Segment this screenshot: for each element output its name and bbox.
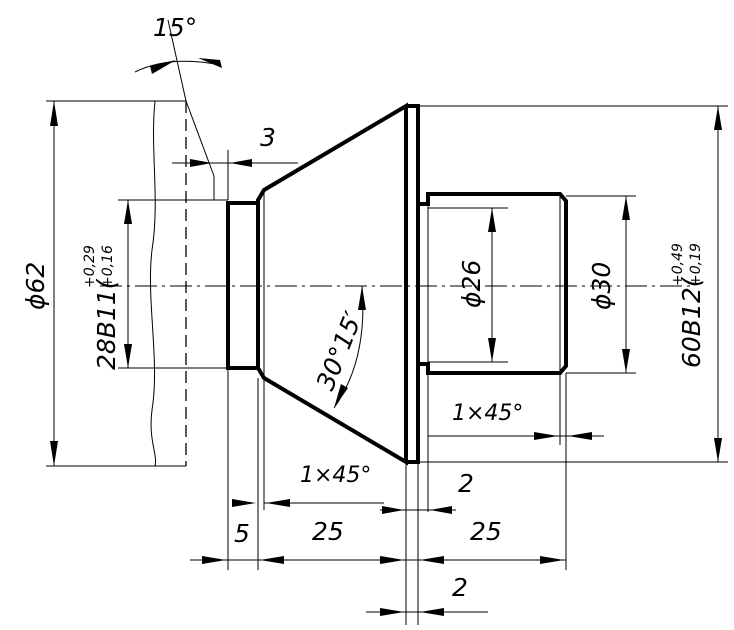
dia-26-dim: ϕ26 (428, 207, 508, 363)
fit-60-main-label: 60B12( (677, 276, 706, 368)
dia-30-dim: ϕ30 (566, 195, 636, 374)
chamfer-left-dim: 1×45° (232, 463, 384, 507)
fit-60-dim: 60B12( +0,49 +0,19 (418, 105, 728, 463)
cone-body (256, 102, 408, 466)
len-25-right-dim: 25 (470, 517, 502, 546)
gap-3-label: 3 (260, 123, 276, 152)
break-line (149, 100, 157, 467)
gap-3-dim: 3 (172, 123, 298, 200)
dia-26-label: ϕ26 (457, 260, 486, 308)
right-journal (418, 192, 568, 375)
part-outline (226, 102, 568, 466)
angle-cone-label: 30°15′ (311, 307, 369, 394)
fit-28-dim: 28B11( +0,29 +0,16 (82, 200, 132, 370)
len-25-left-label: 25 (312, 517, 344, 546)
fit-60-lower-label: +0,19 (688, 243, 704, 286)
len-2-top-label: 2 (458, 469, 474, 498)
dia-62-label: ϕ62 (21, 262, 50, 310)
fit-60-upper-label: +0,49 (670, 243, 686, 286)
dia-62-dim: ϕ62 (21, 101, 58, 466)
chamfer-left-label: 1×45° (300, 463, 371, 488)
len-2-bottom-label: 2 (452, 573, 468, 602)
len-25-left-dim: 25 (312, 517, 344, 546)
angle-15-label: 15° (153, 13, 197, 42)
angle-cone-dim: 30°15′ (311, 285, 369, 409)
fit-28-lower-label: +0,16 (100, 245, 116, 288)
fit-28-main-label: 28B11( (92, 278, 121, 370)
angle-15-dim: 15° (134, 13, 222, 177)
fit-28-upper-label: +0,29 (82, 245, 98, 288)
len-5-label: 5 (234, 519, 250, 548)
dia-30-label: ϕ30 (587, 262, 616, 310)
len-2-top-dim: 2 (380, 469, 474, 514)
stock-blank (46, 100, 228, 467)
len-2-bottom-dim: 2 (366, 573, 488, 616)
dimensions: 15° 3 ϕ62 28B11( +0,29 +0,16 (21, 13, 728, 625)
bottom-dim-line (190, 556, 566, 564)
chamfer-right-label: 1×45° (452, 401, 523, 426)
left-journal (226, 201, 258, 370)
flange (406, 104, 420, 464)
len-5-dim: 5 (234, 519, 250, 548)
chamfer-right-dim: 1×45° (428, 373, 604, 570)
len-25-right-label: 25 (470, 517, 502, 546)
